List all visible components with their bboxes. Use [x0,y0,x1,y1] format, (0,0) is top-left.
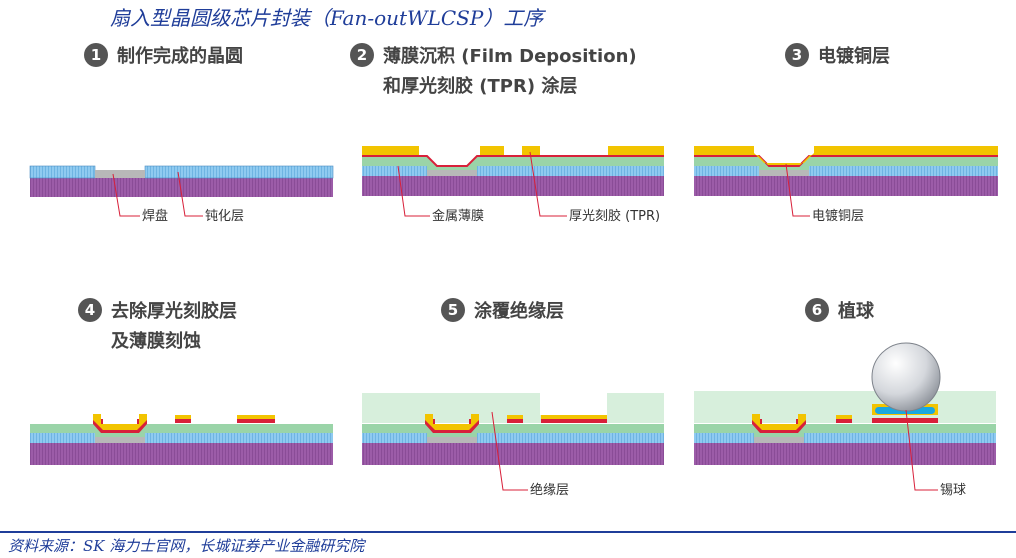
red-trace-1 [175,418,191,423]
copper-trace-pad [752,414,806,430]
step-3-header: 3 电镀铜层 [785,42,890,72]
solder-ball [871,342,941,412]
copper-trace-2 [541,415,607,419]
step-6-callouts: 锡球 [905,409,966,498]
step-2-number: 2 [350,43,374,67]
copper-trace-1 [507,415,523,419]
bond-pad [95,436,145,443]
bond-pad [427,169,477,176]
insulation-opening [540,393,607,415]
metal-film-layer [30,424,333,437]
red-trace-2 [541,418,607,423]
bond-pad [759,169,809,176]
step-3-label: 电镀铜层 [818,46,890,67]
red-trace-1 [836,418,852,423]
substrate-layer [362,176,664,196]
step-1-label: 制作完成的晶圆 [117,46,243,67]
bond-pad [754,436,804,443]
wafer-step-2 [362,146,664,196]
substrate-layer [30,178,333,197]
wafer-step-3 [694,146,998,196]
metal-film-label: 金属薄膜 [432,208,484,224]
step-3-number: 3 [785,43,809,67]
step-1-callouts: 焊盘 钝化层 [112,171,244,224]
step-5-label: 涂覆绝缘层 [474,301,564,322]
passivation-layer-right [477,166,664,176]
passivation-layer-left [30,433,95,443]
copper-label: 电镀铜层 [812,208,864,224]
red-trace-2 [872,418,938,423]
copper-callout-line [785,163,810,217]
tpr-block-4 [608,146,664,155]
passivation-layer-left [29,165,96,179]
tpr-label: 厚光刻胶 (TPR) [569,208,660,224]
substrate-layer [694,176,998,196]
red-line-layer [362,155,664,167]
passivation-layer-right [144,165,334,179]
insulation-callout-line [491,411,528,491]
red-line-layer [694,155,998,167]
metal-film-layer [694,424,996,437]
footer-divider [0,531,1016,533]
step-6-header: 6 植球 [805,297,874,327]
step-2-label: 薄膜沉积 (Film Deposition) 和厚光刻胶 (TPR) 涂层 [383,46,637,97]
passivation-layer-left [694,433,754,443]
substrate-layer [30,443,333,465]
copper-trace-1 [175,415,191,419]
passivation-layer-right [477,433,664,443]
metal-film-callout-line [397,165,430,217]
red-trace-2 [237,418,275,423]
passivation-layer-left [362,166,427,176]
substrate-layer [362,443,664,465]
passivation-layer-left [694,166,759,176]
metal-film-layer [362,424,664,437]
passivation-layer-right [145,433,333,443]
copper-trace-pad [425,414,479,430]
wafer-step-6 [694,342,996,465]
step-5-header: 5 涂覆绝缘层 [441,297,564,327]
tpr-block-1 [362,146,419,155]
step-6-number: 6 [805,298,829,322]
bond-pad [95,170,145,178]
passivation-layer-left [362,433,427,443]
substrate-layer [694,443,996,465]
step-5-callouts: 绝缘层 [491,411,569,498]
wafer-step-5 [362,393,664,465]
step-1-number: 1 [84,43,108,67]
plated-copper-layer [694,146,998,165]
copper-trace-1 [836,415,852,419]
bond-pad [427,436,477,443]
passivation-layer-right [804,433,996,443]
step-6-label: 植球 [838,301,874,322]
step-4-number: 4 [78,298,102,322]
solder-ball-label: 锡球 [940,483,966,498]
passivation-callout-line [177,171,203,217]
step-3-callouts: 电镀铜层 [785,163,864,224]
pad-label: 焊盘 [142,208,168,224]
step-2-header: 2 薄膜沉积 (Film Deposition) 和厚光刻胶 (TPR) 涂层 [350,42,637,102]
tpr-block-3 [522,146,540,155]
step-1-header: 1 制作完成的晶圆 [84,42,243,72]
page-title: 扇入型晶圆级芯片封装（Fan-outWLCSP）工序 [110,6,544,30]
insulation-label: 绝缘层 [530,482,569,498]
solder-ball-callout-line [905,409,938,491]
tpr-callout-line [529,151,567,217]
passivation-label: 钝化层 [205,209,244,224]
wafer-step-4 [30,414,333,465]
tpr-block-2 [480,146,504,155]
red-trace-1 [507,418,523,423]
wafer-step-1 [29,165,334,197]
step-5-number: 5 [441,298,465,322]
pad-callout-line [112,173,140,217]
passivation-layer-right [809,166,998,176]
source-note: 资料来源：SK 海力士官网，长城证券产业金融研究院 [8,537,365,555]
copper-trace-pad [93,414,147,430]
step-4-header: 4 去除厚光刻胶层 及薄膜刻蚀 [78,297,237,357]
copper-trace-2 [237,415,275,419]
step-4-label: 去除厚光刻胶层 及薄膜刻蚀 [111,301,237,352]
step-2-callouts: 金属薄膜 厚光刻胶 (TPR) [397,151,660,224]
